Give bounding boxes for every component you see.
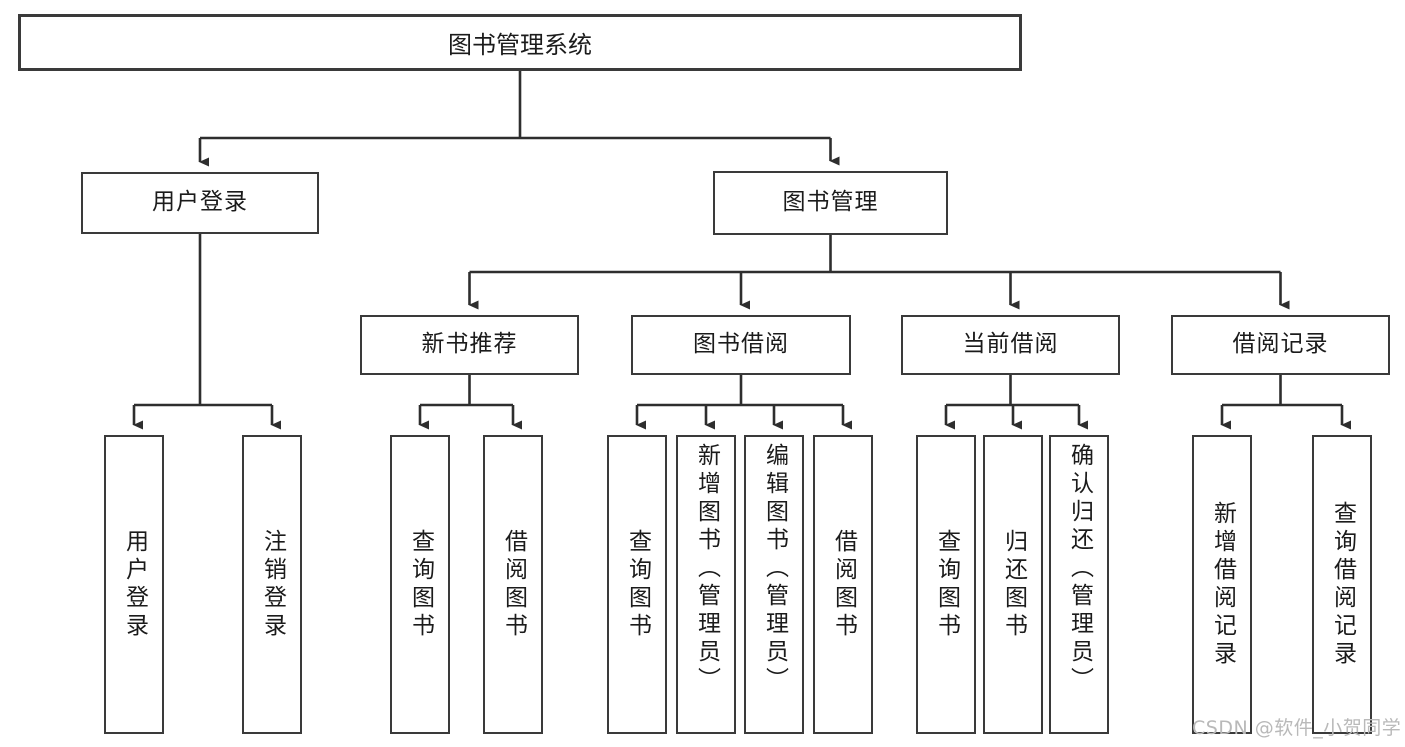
leaf-user-login[interactable]: 用户登录 xyxy=(104,435,164,734)
leaf-return-book[interactable]: 归还图书 xyxy=(983,435,1043,734)
node-book-borrow[interactable]: 图书借阅 xyxy=(631,315,851,375)
node-new-book-recommend[interactable]: 新书推荐 xyxy=(360,315,579,375)
node-label: 查询借阅记录 xyxy=(1329,500,1356,669)
node-current-borrow[interactable]: 当前借阅 xyxy=(901,315,1120,375)
node-label: 用户登录 xyxy=(152,189,248,216)
leaf-edit-book-admin[interactable]: 编辑图书（管理员） xyxy=(744,435,804,734)
node-label: 图书管理系统 xyxy=(448,31,592,59)
node-borrow-record[interactable]: 借阅记录 xyxy=(1171,315,1390,375)
node-label: 当前借阅 xyxy=(962,331,1059,358)
node-label: 确认归还（管理员） xyxy=(1066,443,1093,695)
node-label: 查询图书 xyxy=(624,528,651,641)
leaf-add-borrow-record[interactable]: 新增借阅记录 xyxy=(1192,435,1252,734)
leaf-query-book-current[interactable]: 查询图书 xyxy=(916,435,976,734)
leaf-confirm-return-admin[interactable]: 确认归还（管理员） xyxy=(1049,435,1109,734)
node-label: 新书推荐 xyxy=(421,331,518,358)
leaf-logout[interactable]: 注销登录 xyxy=(242,435,302,734)
leaf-add-book-admin[interactable]: 新增图书（管理员） xyxy=(676,435,736,734)
leaf-query-book-recommend[interactable]: 查询图书 xyxy=(390,435,450,734)
node-label: 借阅图书 xyxy=(500,528,527,641)
node-label: 归还图书 xyxy=(1000,528,1027,641)
node-label: 注销登录 xyxy=(259,528,286,641)
node-root[interactable]: 图书管理系统 xyxy=(18,14,1022,71)
leaf-query-borrow-record[interactable]: 查询借阅记录 xyxy=(1312,435,1372,734)
leaf-borrow-book[interactable]: 借阅图书 xyxy=(813,435,873,734)
node-label: 新增图书（管理员） xyxy=(693,443,720,695)
leaf-borrow-book-recommend[interactable]: 借阅图书 xyxy=(483,435,543,734)
node-user-login-module[interactable]: 用户登录 xyxy=(81,172,319,234)
node-label: 借阅记录 xyxy=(1232,331,1329,358)
node-label: 编辑图书（管理员） xyxy=(761,443,788,695)
node-label: 新增借阅记录 xyxy=(1209,500,1236,669)
node-label: 查询图书 xyxy=(407,528,434,641)
node-label: 借阅图书 xyxy=(830,528,857,641)
node-label: 查询图书 xyxy=(933,528,960,641)
node-label: 图书借阅 xyxy=(693,331,789,358)
watermark: CSDN @软件_小贺同学 xyxy=(1192,717,1402,739)
node-book-management-module[interactable]: 图书管理 xyxy=(713,171,948,235)
node-label: 图书管理 xyxy=(782,189,879,216)
leaf-query-book-borrow[interactable]: 查询图书 xyxy=(607,435,667,734)
node-label: 用户登录 xyxy=(121,528,148,641)
